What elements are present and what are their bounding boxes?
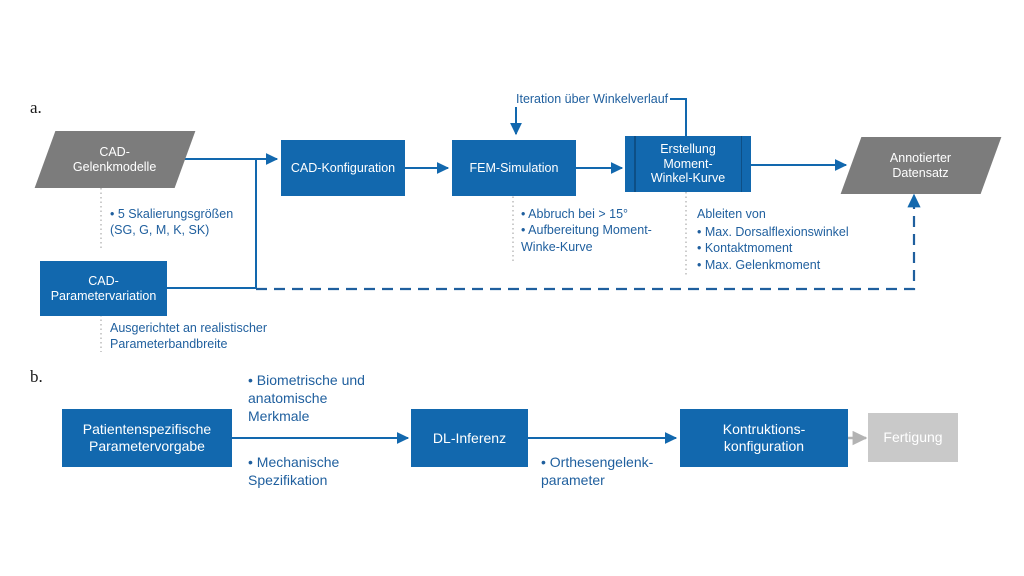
section-label-b: b. (30, 367, 43, 386)
node-cad-konfiguration-label: CAD-Konfiguration (290, 160, 396, 175)
node-patientenspezifische-parametervorgabe[interactable]: Patientenspezifische Parametervorgabe (62, 409, 232, 467)
node-annotierter-datensatz-label: Annotierter Datensatz (890, 150, 952, 180)
annotation-ableiten-title: Ableiten von (697, 207, 766, 221)
annotation-orthesengelenkparameter: • Orthesengelenk- parameter (541, 454, 654, 489)
node-inner-right-rule (740, 136, 742, 192)
annotation-mechanische-spezifikation: • Mechanische Spezifikation (248, 454, 340, 489)
node-fem-simulation-label: FEM-Simulation (469, 160, 559, 175)
node-cad-konfiguration[interactable]: CAD-Konfiguration (281, 140, 405, 196)
annotation-parameterbandbreite: Ausgerichtet an realistischer Parameterb… (110, 321, 268, 352)
node-cad-parametervariation[interactable]: CAD- Parametervariation (40, 261, 167, 316)
node-cad-parametervariation-label: CAD- Parametervariation (50, 273, 157, 303)
node-fertigung[interactable]: Fertigung (868, 413, 958, 462)
annotation-fem-notes: • Abbruch bei > 15° • Aufbereitung Momen… (521, 207, 652, 254)
node-patientenspezifische-parametervorgabe-label: Patientenspezifische Parametervorgabe (82, 421, 212, 454)
node-kontruktionskonfiguration[interactable]: Kontruktions- konfiguration (680, 409, 848, 467)
node-cad-gelenkmodelle[interactable]: CAD- Gelenkmodelle (34, 131, 196, 188)
node-cad-gelenkmodelle-label: CAD- Gelenkmodelle (73, 144, 157, 174)
node-erstellung-moment-winkel-kurve[interactable]: Erstellung Moment- Winkel-Kurve (625, 136, 751, 192)
annotation-skalierungsgroessen: • 5 Skalierungsgrößen (SG, G, M, K, SK) (110, 207, 234, 238)
node-fertigung-label: Fertigung (883, 429, 943, 446)
node-annotierter-datensatz[interactable]: Annotierter Datensatz (840, 137, 1002, 194)
node-dl-inferenz[interactable]: DL-Inferenz (411, 409, 528, 467)
annotation-ableiten-items: • Max. Dorsalflexionswinkel • Kontaktmom… (697, 225, 849, 272)
node-inner-left-rule (634, 136, 636, 192)
node-kontruktionskonfiguration-label: Kontruktions- konfiguration (722, 421, 806, 454)
node-fem-simulation[interactable]: FEM-Simulation (452, 140, 576, 196)
node-erstellung-moment-winkel-kurve-label: Erstellung Moment- Winkel-Kurve (650, 141, 726, 186)
annotation-biometrische-merkmale: • Biometrische und anatomische Merkmale (248, 372, 365, 425)
annotation-iteration: Iteration über Winkelverlauf (514, 91, 671, 108)
node-dl-inferenz-label: DL-Inferenz (432, 429, 507, 446)
section-label-a: a. (30, 98, 42, 117)
